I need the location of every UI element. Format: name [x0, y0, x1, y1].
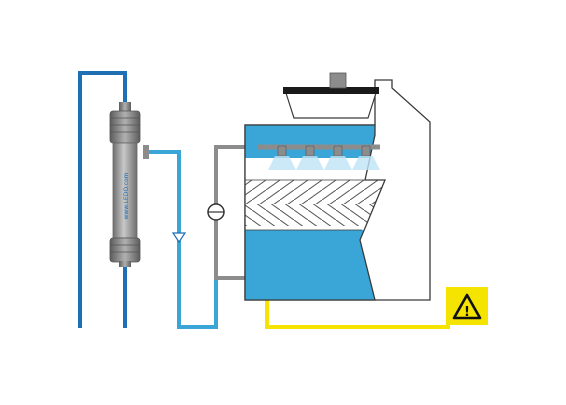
uv-sterilizer: www.LEDO.com — [109, 102, 149, 267]
fan-deck — [283, 87, 379, 94]
fill-media-upper — [245, 180, 385, 204]
dark-blue-pipe — [78, 71, 127, 328]
fan-stack — [285, 92, 377, 119]
gray-recirculation-pipe — [207, 145, 245, 280]
spray-header — [258, 144, 380, 170]
spray-nozzle-3 — [324, 145, 352, 170]
fill-media-lower — [245, 204, 385, 226]
uv-unit-label: www.LEDO.com — [123, 172, 130, 219]
spray-nozzle-4 — [352, 145, 380, 170]
spray-nozzle-2 — [296, 145, 324, 170]
flow-direction-marker — [171, 232, 187, 244]
fan-motor — [329, 72, 347, 89]
cooling-tower — [244, 72, 431, 301]
light-blue-pipe — [146, 150, 232, 329]
warning-symbol: ! — [464, 305, 470, 320]
warning-triangle-icon — [452, 293, 482, 320]
spray-nozzle-1 — [268, 145, 296, 170]
warning-box: ! — [446, 287, 488, 325]
